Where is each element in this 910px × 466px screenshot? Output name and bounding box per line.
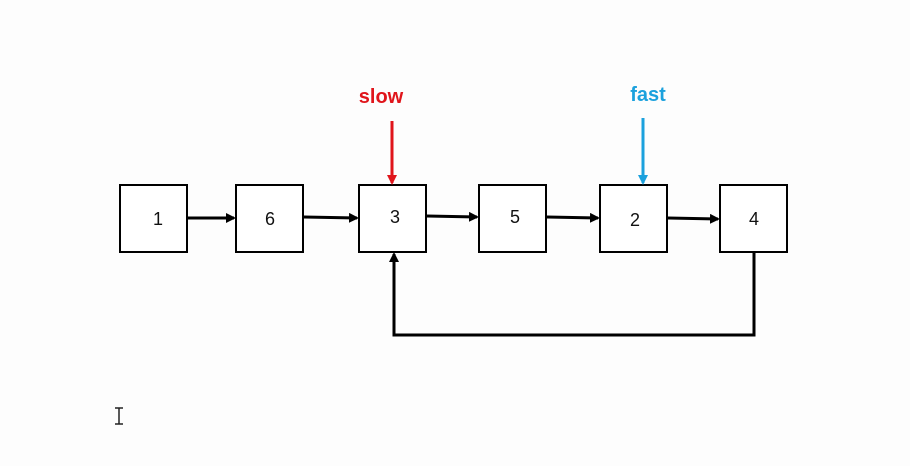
edge-3-to-5 bbox=[426, 211, 479, 222]
node-value: 1 bbox=[153, 209, 163, 229]
fast-pointer: fast bbox=[630, 84, 666, 185]
node-2: 6 bbox=[235, 184, 304, 253]
slow-pointer: slow bbox=[359, 86, 404, 185]
node-box bbox=[235, 184, 304, 253]
node-value: 3 bbox=[390, 207, 400, 227]
node-box bbox=[119, 184, 188, 253]
node-value: 6 bbox=[265, 209, 275, 229]
text-cursor-icon bbox=[115, 407, 123, 425]
edge-2-to-4 bbox=[667, 213, 720, 224]
node-6: 4 bbox=[719, 184, 788, 253]
cycle-edge-4-to-3 bbox=[389, 252, 756, 337]
edge-5-to-2 bbox=[546, 212, 600, 223]
node-3: 3 bbox=[358, 184, 427, 253]
node-value: 5 bbox=[510, 207, 520, 227]
node-5: 2 bbox=[599, 184, 668, 253]
fast-label: fast bbox=[630, 84, 666, 106]
node-box bbox=[478, 184, 547, 253]
node-1: 1 bbox=[119, 184, 188, 253]
node-4: 5 bbox=[478, 184, 547, 253]
node-value: 4 bbox=[749, 209, 759, 229]
node-box bbox=[599, 184, 668, 253]
node-value: 2 bbox=[630, 210, 640, 230]
slow-label: slow bbox=[359, 86, 404, 108]
node-box bbox=[719, 184, 788, 253]
edge-6-to-3 bbox=[303, 212, 359, 223]
